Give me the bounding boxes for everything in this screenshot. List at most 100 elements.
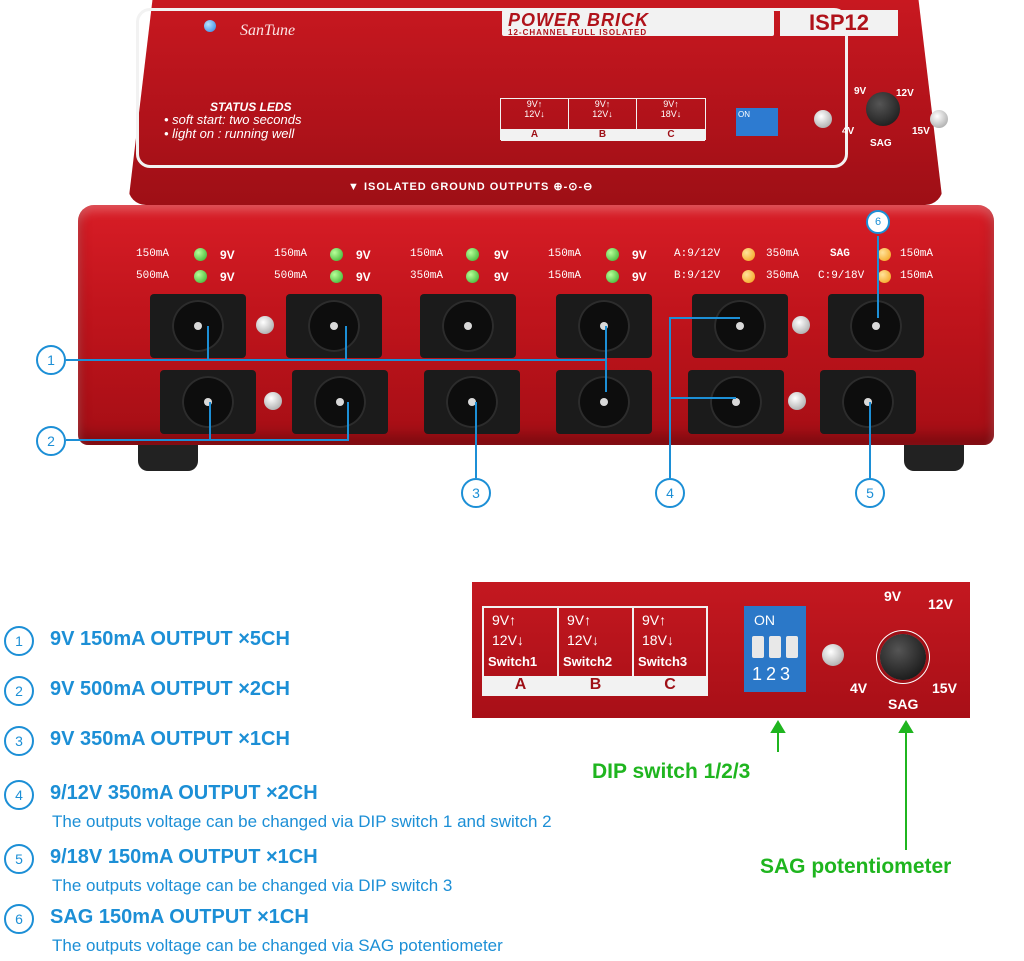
- legend-desc: The outputs voltage can be changed via D…: [52, 812, 552, 831]
- callout-6: 6: [866, 210, 890, 234]
- power-led: [204, 20, 216, 32]
- legend-title: 9V 350mA OUTPUT ×1CH: [50, 728, 290, 750]
- knob-label-4v: 4V: [842, 126, 855, 137]
- group2-volt-top: 9V: [356, 248, 371, 262]
- legend-item-4: 4 9/12V 350mA OUTPUT ×2CH The outputs vo…: [4, 780, 552, 831]
- group4-label-top: 150mA: [548, 248, 582, 260]
- device-foot-left: [138, 445, 198, 471]
- isolated-ground-label: ▼ ISOLATED GROUND OUTPUTS ⊕-⊙-⊖: [348, 181, 594, 193]
- screw-icon: [792, 316, 810, 334]
- group3-label-bottom: 350mA: [410, 270, 444, 282]
- dip-switch-small[interactable]: ON: [736, 108, 778, 136]
- legend-title: SAG 150mA OUTPUT ×1CH: [50, 906, 309, 928]
- dc-output-jack[interactable]: [292, 370, 388, 434]
- group6-current-bottom: 150mA: [900, 270, 934, 282]
- dc-output-jack[interactable]: [160, 370, 256, 434]
- dc-output-jack[interactable]: [286, 294, 382, 358]
- knob-label-9v: 9V: [854, 86, 867, 97]
- screw-icon: [788, 392, 806, 410]
- legend-number: 4: [4, 780, 34, 810]
- group4-volt-top: 9V: [632, 248, 647, 262]
- group1-volt-bottom: 9V: [220, 270, 235, 284]
- dip-switch-caption: DIP switch 1/2/3: [592, 760, 751, 783]
- group3-volt-top: 9V: [494, 248, 509, 262]
- inset-knob-12v: 12V: [928, 596, 953, 612]
- screw-icon: [822, 644, 844, 666]
- brand-logo: SanTune: [240, 22, 296, 39]
- group5-label-bottom: B:9/12V: [674, 270, 721, 282]
- screw-icon: [264, 392, 282, 410]
- legend-number: 6: [4, 904, 34, 934]
- group6-label-top: SAG: [830, 248, 850, 260]
- group4-volt-bottom: 9V: [632, 270, 647, 284]
- callout-2: 2: [36, 426, 66, 456]
- screw-icon: [930, 110, 948, 128]
- inset-cell-c: 9V↑ 18V↓ Switch3 C: [634, 608, 706, 694]
- dip-sag-zoom-inset: 9V↑ 12V↓ Switch1 A 9V↑ 12V↓ Switch2 B 9V…: [472, 582, 970, 718]
- status-led: [330, 270, 343, 283]
- status-led: [194, 270, 207, 283]
- dc-output-jack[interactable]: [556, 370, 652, 434]
- dip-cell-a: 9V↑12V↓ A: [501, 99, 569, 141]
- group6-current-top: 150mA: [900, 248, 934, 260]
- dip-toggle-3[interactable]: [786, 636, 798, 658]
- group2-label-bottom: 500mA: [274, 270, 308, 282]
- group1-label-bottom: 500mA: [136, 270, 170, 282]
- group1-volt-top: 9V: [220, 248, 235, 262]
- dc-output-jack[interactable]: [828, 294, 924, 358]
- group3-label-top: 150mA: [410, 248, 444, 260]
- dc-output-jack[interactable]: [420, 294, 516, 358]
- dip-toggle-2[interactable]: [769, 636, 781, 658]
- legend-desc: The outputs voltage can be changed via D…: [52, 876, 453, 895]
- group4-label-bottom: 150mA: [548, 270, 582, 282]
- group1-label-top: 150mA: [136, 248, 170, 260]
- status-led: [466, 248, 479, 261]
- inset-dip-switch[interactable]: ON 123: [744, 606, 806, 692]
- inset-knob-sag: SAG: [888, 696, 919, 712]
- status-led: [330, 248, 343, 261]
- sag-caption: SAG potentiometer: [760, 855, 952, 878]
- group5-current-top: 350mA: [766, 248, 800, 260]
- product-title: POWER BRICK: [508, 10, 649, 30]
- inset-sag-knob[interactable]: [880, 634, 926, 680]
- model-badge: ISP12: [780, 10, 898, 36]
- legend-item-5: 5 9/18V 150mA OUTPUT ×1CH The outputs vo…: [4, 844, 452, 895]
- status-led: [466, 270, 479, 283]
- dip-legend-small: 9V↑12V↓ A 9V↑12V↓ B 9V↑18V↓ C: [500, 98, 706, 141]
- status-led: [878, 270, 891, 283]
- knob-label-12v: 12V: [896, 88, 914, 99]
- legend-item-3: 3 9V 350mA OUTPUT ×1CH: [4, 726, 290, 756]
- product-subtitle: 12-CHANNEL FULL ISOLATED: [508, 28, 648, 37]
- group6-label-bottom: C:9/18V: [818, 270, 865, 282]
- dc-output-jack[interactable]: [556, 294, 652, 358]
- dip-toggle-1[interactable]: [752, 636, 764, 658]
- status-line-1: • soft start: two seconds: [164, 112, 302, 127]
- group2-volt-bottom: 9V: [356, 270, 371, 284]
- sag-knob[interactable]: [866, 92, 900, 126]
- dc-output-jack[interactable]: [692, 294, 788, 358]
- legend-title: 9/12V 350mA OUTPUT ×2CH: [50, 782, 318, 804]
- dc-output-jack[interactable]: [424, 370, 520, 434]
- group5-current-bottom: 350mA: [766, 270, 800, 282]
- legend-number: 3: [4, 726, 34, 756]
- callout-5: 5: [855, 478, 885, 508]
- screw-icon: [256, 316, 274, 334]
- inset-knob-4v: 4V: [850, 680, 868, 696]
- status-led: [606, 248, 619, 261]
- legend-title: 9V 150mA OUTPUT ×5CH: [50, 628, 290, 650]
- callout-4: 4: [655, 478, 685, 508]
- group5-label-top: A:9/12V: [674, 248, 721, 260]
- legend-item-2: 2 9V 500mA OUTPUT ×2CH: [4, 676, 290, 706]
- dc-output-jack[interactable]: [150, 294, 246, 358]
- inset-cell-a: 9V↑ 12V↓ Switch1 A: [484, 608, 559, 694]
- dc-output-jack[interactable]: [820, 370, 916, 434]
- legend-item-6: 6 SAG 150mA OUTPUT ×1CH The outputs volt…: [4, 904, 503, 955]
- status-led: [878, 248, 891, 261]
- knob-label-15v: 15V: [912, 126, 930, 137]
- status-led: [194, 248, 207, 261]
- status-leds-title: STATUS LEDS: [210, 100, 292, 114]
- callout-3: 3: [461, 478, 491, 508]
- dc-output-jack[interactable]: [688, 370, 784, 434]
- dip-cell-b: 9V↑12V↓ B: [569, 99, 637, 141]
- legend-number: 2: [4, 676, 34, 706]
